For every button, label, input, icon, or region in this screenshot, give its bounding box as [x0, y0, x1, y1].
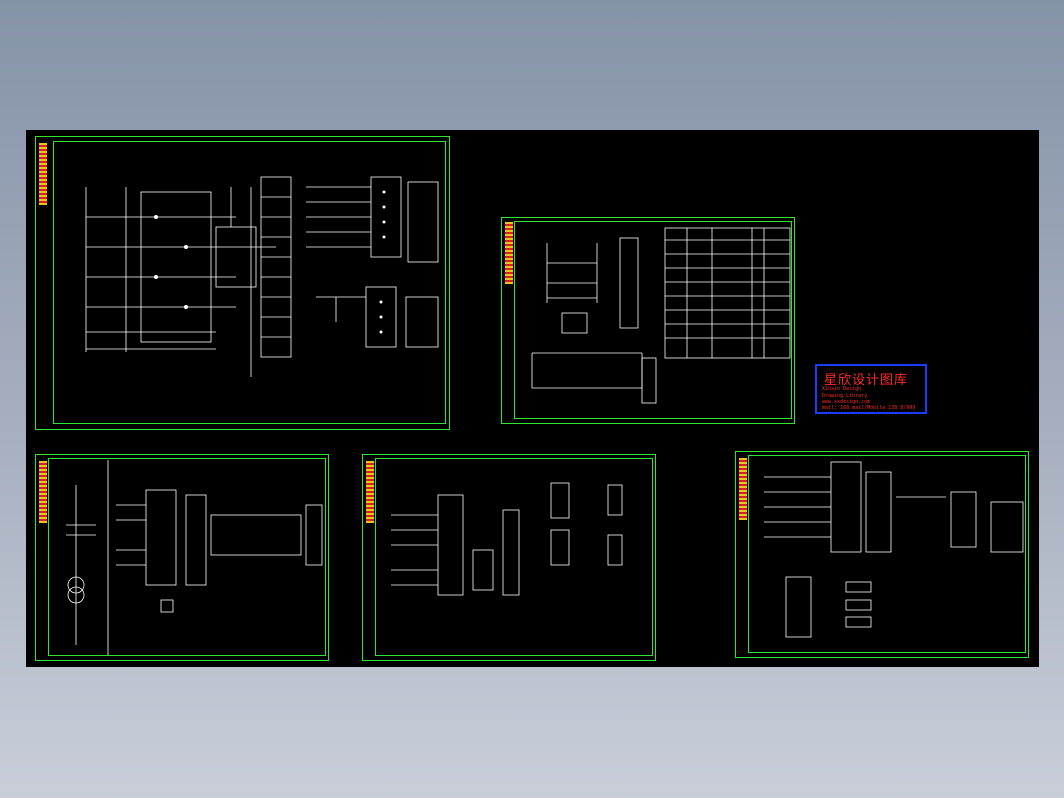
- drawing-sheet-2[interactable]: [501, 217, 795, 424]
- title-zone-marker: [39, 461, 47, 523]
- drawing-canvas[interactable]: 星欣设计图库 Xinxin Design Drawing Library www…: [26, 130, 1039, 667]
- sheet-frame: [748, 455, 1026, 653]
- control-schematic-2: [531, 227, 791, 404]
- sheet-frame: [53, 141, 446, 424]
- stamp-line-4: mail: 168 mail/Mobile 138 8/999: [822, 405, 916, 411]
- stamp-line-2: Drawing Library: [822, 393, 868, 399]
- sheet-frame: [514, 221, 792, 419]
- control-schematic-4: [391, 482, 623, 596]
- title-zone-marker: [39, 143, 47, 205]
- stamp-line-3: www.xxdesign.com: [822, 399, 871, 405]
- drawing-sheet-4[interactable]: [362, 454, 656, 661]
- primary-schematic-3: [66, 460, 323, 655]
- watermark-stamp: 星欣设计图库 Xinxin Design Drawing Library www…: [815, 364, 927, 414]
- sheet-frame: [375, 458, 653, 656]
- title-zone-marker: [366, 461, 374, 523]
- drawing-sheet-5[interactable]: [735, 451, 1029, 658]
- title-zone-marker: [739, 458, 747, 520]
- control-schematic-1: [85, 176, 439, 377]
- drawing-sheet-1[interactable]: [35, 136, 450, 430]
- stamp-title: 星欣设计图库: [824, 373, 909, 388]
- stamp-line-1: Xinxin Design: [822, 386, 862, 392]
- control-schematic-5: [764, 461, 1024, 638]
- sheet-frame: [48, 458, 326, 656]
- drawing-sheet-3[interactable]: [35, 454, 329, 661]
- title-zone-marker: [505, 222, 513, 284]
